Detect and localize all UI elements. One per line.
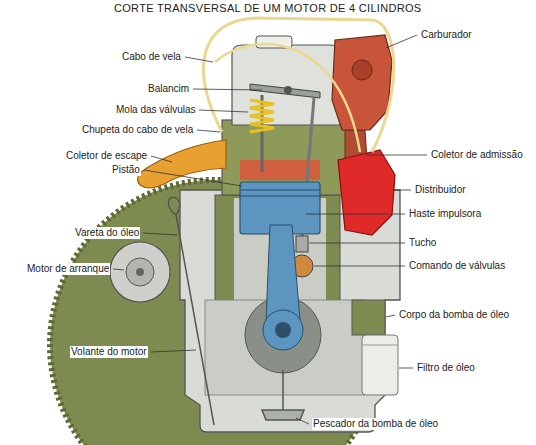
part-label: Corpo da bomba de óleo — [398, 309, 510, 321]
exhaust-manifold — [138, 140, 226, 188]
dipstick — [168, 197, 214, 425]
oil-pickup — [262, 370, 304, 420]
part-label: Pistão — [111, 164, 141, 176]
carburetor — [332, 35, 392, 130]
part-label: Cabo de vela — [121, 51, 182, 63]
valve-spring — [250, 100, 274, 132]
part-label: Haste impulsora — [408, 208, 482, 220]
part-label: Tucho — [408, 237, 437, 249]
diagram-title: CORTE TRANSVERSAL DE UM MOTOR DE 4 CILIN… — [114, 2, 421, 15]
part-label: Comando de válvulas — [408, 260, 506, 272]
part-label: Motor de arranque — [26, 263, 110, 275]
spark-cable — [204, 18, 394, 152]
part-label: Carburador — [420, 29, 473, 41]
part-label: Coletor de admissão — [430, 149, 524, 161]
part-label: Filtro de óleo — [416, 362, 476, 374]
distributor — [338, 150, 395, 235]
part-label: Vareta do óleo — [74, 227, 140, 239]
starter-motor — [110, 242, 170, 302]
part-label: Chupeta do cabo de vela — [81, 124, 194, 136]
oil-pump — [352, 300, 385, 335]
oil-filter — [362, 335, 398, 395]
part-label: Pescador da bomba de óleo — [312, 418, 439, 430]
valve-cover — [232, 45, 340, 125]
part-label: Coletor de escape — [65, 150, 148, 162]
leader-lines — [113, 35, 427, 424]
part-label: Balancim — [147, 83, 190, 95]
part-label: Distribuidor — [414, 184, 467, 196]
part-label: Mola das válvulas — [115, 104, 196, 116]
part-label: Volante do motor — [70, 346, 148, 358]
